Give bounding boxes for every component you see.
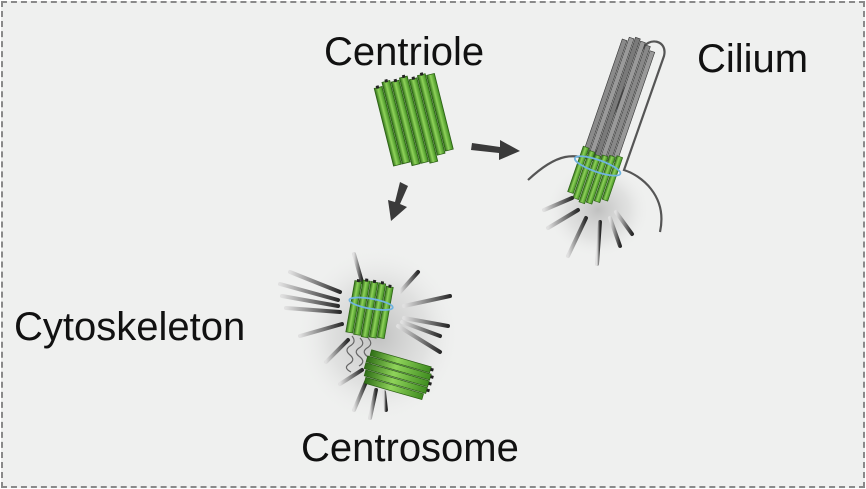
centriole-label: Centriole xyxy=(324,30,485,74)
arrow-to-cilium xyxy=(471,140,520,160)
cilium-label: Cilium xyxy=(697,37,809,81)
centriole-figure xyxy=(373,72,454,167)
centrosome-label: Centrosome xyxy=(301,426,519,470)
cytoskeleton-label: Cytoskeleton xyxy=(14,305,246,349)
arrow-to-centrosome xyxy=(388,182,408,221)
centrosome-figure xyxy=(278,247,460,423)
cilium-figure xyxy=(527,36,666,266)
